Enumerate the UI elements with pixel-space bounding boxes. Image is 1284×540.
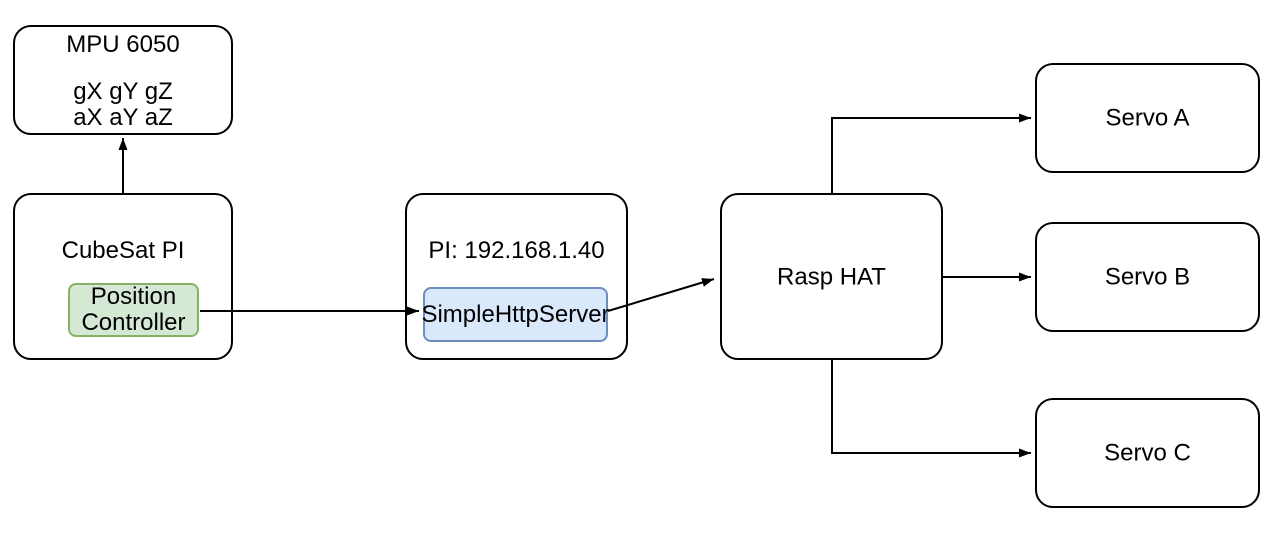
edge-rasp-hat-to-servo-a	[831, 113, 1031, 193]
node-mpu-6050: MPU 6050 gX gY gZ aX aY aZ	[13, 25, 233, 135]
node-cubesat-pi: CubeSat PI Position Controller	[13, 193, 233, 360]
node-pi-server: PI: 192.168.1.40 SimpleHttpServer	[405, 193, 628, 360]
servo-b-title: Servo B	[1104, 263, 1191, 291]
node-servo-c: Servo C	[1035, 398, 1260, 508]
rasp-hat-title: Rasp HAT	[777, 263, 886, 290]
mpu-title: MPU 6050	[66, 31, 180, 58]
position-controller-box: Position Controller	[68, 283, 199, 337]
node-servo-a: Servo A	[1035, 63, 1260, 173]
servo-c-title: Servo C	[1104, 439, 1191, 467]
simple-http-server-box: SimpleHttpServer	[421, 287, 610, 342]
pi-server-title: PI: 192.168.1.40	[428, 237, 605, 264]
cubesat-pi-title: CubeSat PI	[61, 237, 185, 264]
mpu-gyro-line: gX gY gZ	[73, 78, 173, 105]
node-servo-b: Servo B	[1035, 222, 1260, 332]
edge-rasp-hat-to-servo-c	[831, 360, 1031, 458]
mpu-accel-line: aX aY aZ	[73, 104, 173, 131]
servo-a-title: Servo A	[1105, 104, 1190, 132]
node-rasp-hat: Rasp HAT	[720, 193, 943, 360]
mpu-sensor-lines: gX gY gZ aX aY aZ	[15, 79, 231, 131]
